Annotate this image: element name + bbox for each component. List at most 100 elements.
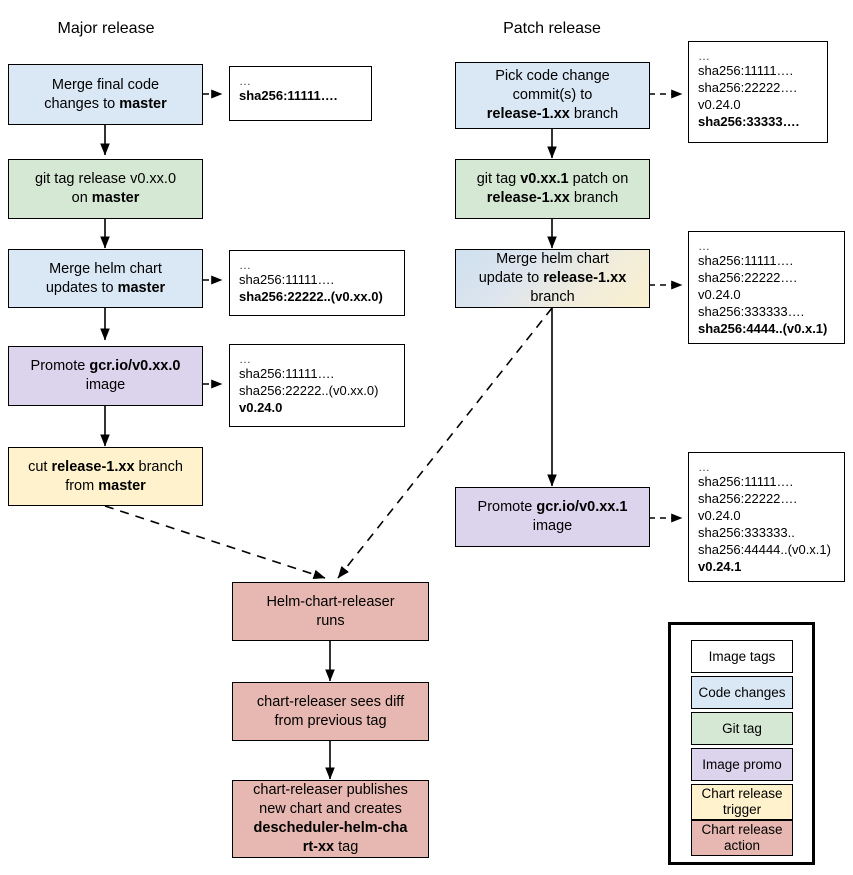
tagbox-line: v0.24.1: [698, 559, 742, 574]
tagbox-after-merge-helm-chart-update-patch: … sha256:11111…. sha256:22222…. v0.24.0 …: [688, 231, 845, 344]
tagbox-line: …: [698, 460, 711, 474]
legend-item-image-tags: Image tags: [691, 640, 793, 673]
node-helm-chart-releaser-runs[interactable]: Helm-chart-releaser runs: [232, 582, 429, 641]
tagbox-line: sha256:22222….: [698, 270, 798, 285]
tagbox-line: sha256:11111….: [239, 88, 338, 103]
node-line-bold: gcr.io/v0.xx.1: [536, 499, 628, 515]
legend-item-code-changes: Code changes: [691, 676, 793, 709]
legend-label: Git tag: [722, 720, 762, 736]
node-line-bold: release-1.xx: [51, 458, 135, 475]
node-line: chart-releaser sees diff: [256, 693, 405, 710]
tagbox-line: sha256:11111….: [698, 253, 794, 268]
legend-label: Image tags: [708, 648, 776, 664]
node-line: Merge helm chart: [496, 251, 609, 267]
node-line-bold: release-1.xx: [486, 106, 570, 122]
tagbox-line: …: [239, 258, 252, 272]
tagbox-line: v0.24.0: [239, 400, 283, 415]
node-line: Helm-chart-releaser: [266, 593, 395, 610]
node-line: Merge final code: [51, 76, 160, 93]
tagbox-line: sha256:22222..(v0.xx.0): [239, 289, 383, 304]
tagbox-line: sha256:22222….: [698, 491, 798, 506]
tagbox-line: sha256:44444..(v0.x.1): [698, 542, 831, 557]
legend-label: Code changes: [698, 684, 786, 700]
tagbox-line: …: [239, 352, 252, 366]
tagbox-after-merge-helm-chart-updates: … sha256:11111…. sha256:22222..(v0.xx.0): [229, 250, 405, 316]
node-line-bold: descheduler-helm-cha: [253, 820, 408, 836]
tagbox-line: sha256:11111….: [239, 272, 335, 287]
tagbox-line: v0.24.0: [698, 287, 741, 302]
node-line: runs: [316, 612, 345, 629]
node-line: branch: [569, 106, 619, 122]
legend-label: Chart release action: [701, 822, 783, 853]
legend-label: Chart release trigger: [701, 786, 783, 817]
legend-item-image-promo: Image promo: [691, 748, 793, 781]
node-line-bold: gcr.io/v0.xx.0: [89, 358, 181, 374]
tagbox-line: sha256:22222..(v0.xx.0): [239, 383, 379, 398]
tagbox-line: sha256:22222….: [698, 80, 798, 95]
node-merge-helm-chart-update-patch[interactable]: Merge helm chart update to release-1.xx …: [455, 249, 650, 308]
node-line-bold: rt-xx: [302, 839, 335, 855]
tagbox-line: sha256:33333….: [698, 114, 800, 129]
node-pick-code-change[interactable]: Pick code change commit(s) to release-1.…: [455, 62, 650, 129]
node-line-bold: release-1.xx: [486, 190, 570, 206]
tagbox-after-promote-image-patch: … sha256:11111…. sha256:22222…. v0.24.0 …: [688, 452, 845, 582]
node-line: branch: [134, 458, 183, 475]
tagbox-after-pick-code-change: … sha256:11111…. sha256:22222…. v0.24.0 …: [688, 41, 828, 143]
column-title-major: Major release: [57, 20, 155, 37]
node-line: from: [65, 477, 99, 494]
node-cut-release-branch[interactable]: cut release-1.xx branch from master: [8, 447, 203, 506]
legend-item-chart-release-action: Chart release action: [691, 820, 793, 856]
tagbox-line: sha256:333333….: [698, 304, 805, 319]
node-line: on: [71, 190, 92, 206]
node-merge-final-code[interactable]: Merge final code changes to master: [8, 64, 203, 125]
tagbox-line: sha256:4444..(v0.x.1): [698, 321, 828, 336]
tagbox-after-merge-final-code: … sha256:11111….: [229, 66, 372, 121]
node-line: Merge helm chart: [49, 260, 162, 277]
node-line: Promote: [30, 358, 90, 374]
legend-item-chart-release-trigger: Chart release trigger: [691, 784, 793, 820]
node-line: Pick code change: [495, 68, 610, 84]
node-promote-image-major[interactable]: Promote gcr.io/v0.xx.0 image: [8, 346, 203, 406]
node-line: Promote: [477, 499, 537, 515]
node-chart-releaser-sees-diff[interactable]: chart-releaser sees diff from previous t…: [232, 682, 429, 741]
node-line-bold: master: [91, 190, 140, 206]
node-line-bold: release-1.xx: [543, 270, 627, 286]
node-line-bold: master: [117, 279, 166, 296]
node-line-bold: master: [98, 477, 146, 494]
node-line: branch: [569, 190, 619, 206]
node-line: update to: [478, 270, 544, 286]
node-line: tag: [334, 839, 359, 855]
node-line-bold: master: [119, 95, 167, 112]
tagbox-line: …: [698, 239, 711, 253]
tagbox-line: v0.24.0: [698, 508, 741, 523]
node-line: from previous tag: [274, 712, 387, 729]
tagbox-line: sha256:11111….: [698, 474, 794, 489]
node-line: git tag: [476, 171, 521, 187]
legend-label: Image promo: [702, 756, 782, 772]
tagbox-line: sha256:11111….: [698, 63, 794, 78]
node-line: changes to: [44, 95, 120, 112]
node-line: cut: [28, 458, 52, 475]
node-line-bold: v0.xx.1: [520, 171, 569, 187]
node-line: branch: [530, 289, 575, 305]
node-git-tag-release[interactable]: git tag release v0.xx.0 on master: [8, 159, 203, 219]
tagbox-line: …: [698, 49, 711, 63]
node-line: chart-releaser publishes: [253, 782, 408, 798]
node-line: git tag release v0.xx.0: [34, 171, 177, 187]
tagbox-after-promote-image-major: … sha256:11111…. sha256:22222..(v0.xx.0)…: [229, 344, 405, 427]
node-chart-releaser-publishes[interactable]: chart-releaser publishes new chart and c…: [232, 780, 429, 858]
node-line: new chart and creates: [259, 801, 402, 817]
node-promote-image-patch[interactable]: Promote gcr.io/v0.xx.1 image: [455, 487, 650, 547]
tagbox-line: …: [239, 74, 252, 88]
node-merge-helm-chart-updates[interactable]: Merge helm chart updates to master: [8, 249, 203, 308]
node-line: commit(s) to: [512, 87, 593, 103]
tagbox-line: sha256:333333..: [698, 525, 795, 540]
node-line: patch on: [568, 171, 629, 187]
node-line: image: [85, 377, 126, 393]
edge-cutbranch-to-releaser: [104, 505, 326, 579]
tagbox-line: v0.24.0: [698, 97, 741, 112]
legend-item-git-tag: Git tag: [691, 712, 793, 745]
node-git-tag-patch[interactable]: git tag v0.xx.1 patch on release-1.xx br…: [455, 159, 650, 219]
node-line: updates to: [45, 279, 118, 296]
